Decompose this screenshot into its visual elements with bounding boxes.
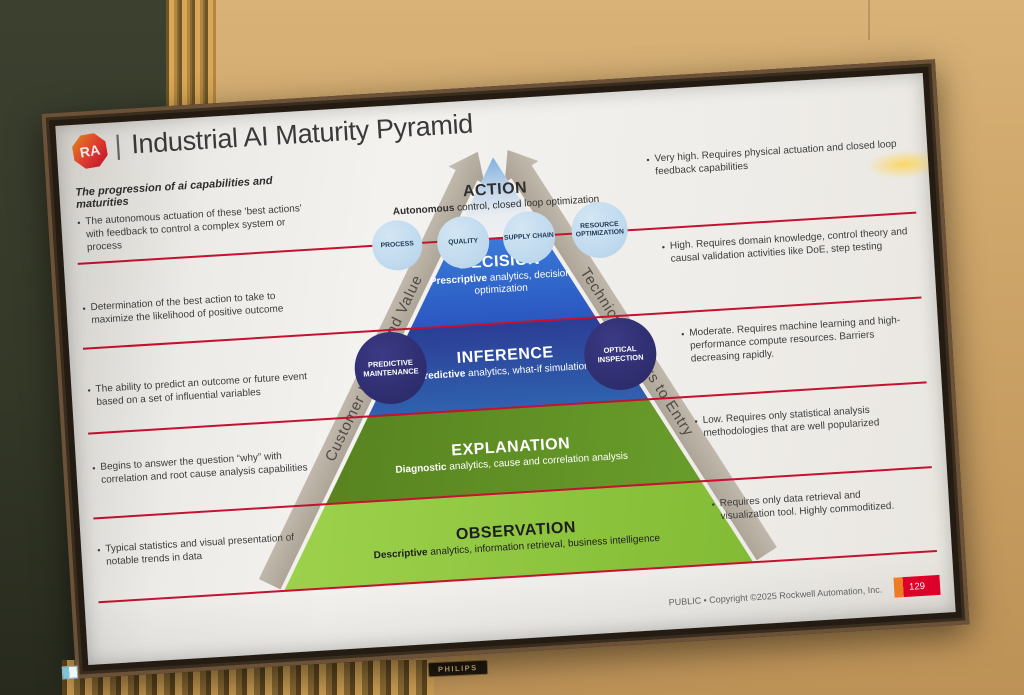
rockwell-ra-logo-icon: RA <box>70 131 109 170</box>
bullet-dot-icon: • <box>646 154 650 165</box>
title-separator: | <box>113 130 123 161</box>
bullet-dot-icon: • <box>82 303 86 314</box>
level-label-action: ACTION Autonomous control, closed loop o… <box>385 175 606 220</box>
level-desc-bold: Diagnostic <box>395 461 447 476</box>
wall-corner-seam <box>868 0 870 40</box>
bullet-dot-icon: • <box>76 217 81 228</box>
bullet-dot-icon: • <box>661 242 666 253</box>
page-number-badge: 129 <box>893 574 941 598</box>
level-desc-bold: Autonomous <box>392 202 455 218</box>
maturity-pyramid: Customer Impact and Value Technical Barr… <box>258 143 753 591</box>
tv-screen: RA |Industrial AI Maturity Pyramid The p… <box>55 72 956 666</box>
bullet-dot-icon: • <box>711 499 716 510</box>
bullet-dot-icon: • <box>694 416 699 427</box>
footer-copyright: PUBLIC • Copyright ©2025 Rockwell Automa… <box>668 584 883 608</box>
page-title: |Industrial AI Maturity Pyramid <box>114 109 474 162</box>
tv-frame: RA |Industrial AI Maturity Pyramid The p… <box>41 59 970 679</box>
level-desc-bold: Descriptive <box>373 547 428 562</box>
bullet-dot-icon: • <box>91 463 96 474</box>
tv-brand-badge: PHILIPS <box>427 659 488 678</box>
bullet-dot-icon: • <box>96 545 101 556</box>
title-text: Industrial AI Maturity Pyramid <box>130 108 474 160</box>
frame-sticker <box>61 665 79 680</box>
level-desc-rest: analytics, decision optimization <box>474 267 572 297</box>
bullet-dot-icon: • <box>87 385 91 396</box>
